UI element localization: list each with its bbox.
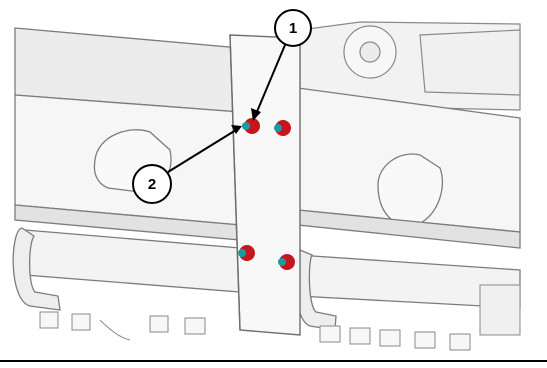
callout-2-circle (132, 164, 172, 204)
callout-1-arrowhead (251, 108, 261, 121)
right-beam (297, 87, 521, 249)
callout-1-leader (255, 44, 286, 115)
fasteners (238, 118, 295, 270)
callout-2-leader (167, 129, 237, 173)
lower-tube (12, 227, 521, 331)
bottom-clamps (39, 284, 521, 351)
rear-machine-housing (299, 21, 521, 111)
callout-2-arrowhead (231, 125, 242, 134)
callout-1-circle (274, 9, 312, 47)
fastener-lower-right (278, 254, 295, 270)
callout-1-label: 1 (289, 20, 297, 37)
vertical-bracket (229, 34, 301, 336)
callout-2-label: 2 (148, 176, 156, 193)
fastener-upper-left (242, 118, 260, 134)
callout-2: 2 (132, 125, 242, 204)
left-beam (14, 27, 241, 241)
fastener-lower-left (238, 245, 255, 261)
fastener-upper-right (274, 120, 291, 136)
callout-1: 1 (251, 9, 312, 121)
